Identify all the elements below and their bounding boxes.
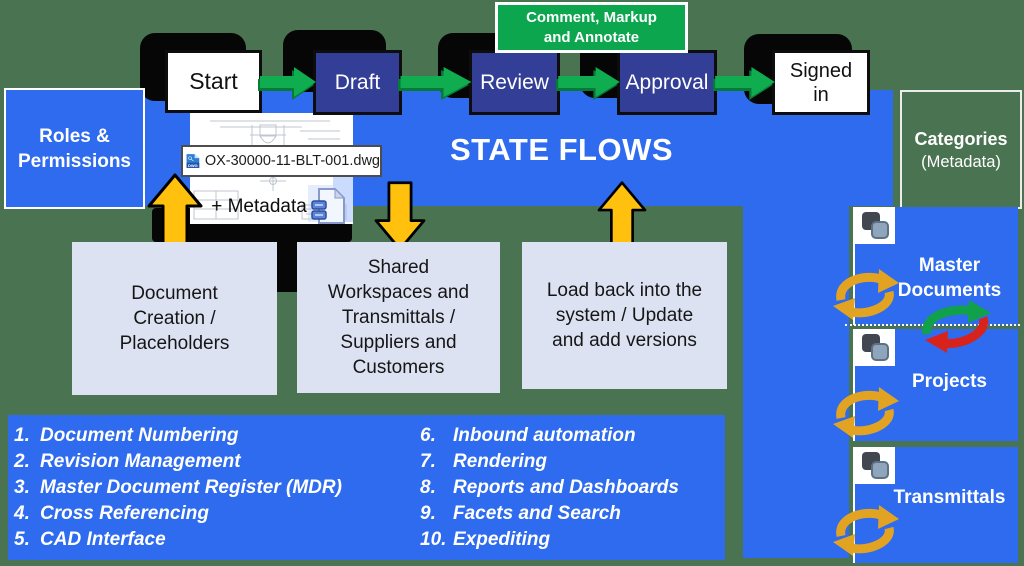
repo-box-master-documents[interactable]: Master Documents [853, 207, 1018, 325]
feature-item: 3.Master Document Register (MDR) [14, 477, 342, 498]
roles-line2: Permissions [18, 150, 131, 172]
shared-line3: Transmittals / [341, 307, 456, 328]
feature-item: 9.Facets and Search [420, 503, 621, 524]
state-box-signed-in[interactable]: Signed in [772, 50, 870, 115]
svg-text:DWG: DWG [188, 163, 198, 168]
up-arrow-document-creation [147, 173, 203, 249]
categories-line2: (Metadata) [921, 152, 1001, 171]
repo-label-projects: Projects [912, 371, 987, 392]
metadata-label: + Metadata [211, 196, 307, 217]
master-documents-icon [855, 207, 895, 244]
shared-line4: Suppliers and [340, 332, 457, 353]
up-arrow-load-back [597, 181, 647, 248]
shared-line5: Customers [352, 357, 445, 378]
transmittals-icon [855, 447, 895, 484]
categories-line1: Categories [914, 128, 1008, 149]
shared-line2: Workspaces and [327, 282, 470, 303]
roles-line1: Roles & [39, 125, 110, 147]
state-label-review: Review [480, 70, 549, 94]
feature-item: 10.Expediting [420, 529, 551, 550]
shared-line1: Shared [367, 257, 430, 278]
feature-item: 4.Cross Referencing [14, 503, 209, 524]
feature-item: 2.Revision Management [14, 451, 241, 472]
dwg-filename-bar[interactable]: DWG OX-30000-11-BLT-001.dwg [181, 145, 382, 177]
state-label-start: Start [189, 68, 238, 94]
state-box-draft[interactable]: Draft [313, 50, 402, 115]
feature-item: 8.Reports and Dashboards [420, 477, 679, 498]
comment-markup-annotate-box: Comment, Markup and Annotate [495, 2, 688, 53]
feature-list-panel [8, 415, 725, 560]
repo-label-master: Master Documents [897, 255, 1002, 301]
loadback-line3: and add versions [552, 330, 697, 351]
feature-list-right: 6.Inbound automation 7.Rendering 8.Repor… [420, 423, 679, 553]
feature-item: 1.Document Numbering [14, 425, 239, 446]
feature-item: 7.Rendering [420, 451, 547, 472]
exchange-cycle-icon [922, 300, 991, 353]
down-arrow-shared-workspaces [374, 181, 426, 251]
state-box-review[interactable]: Review [469, 50, 560, 115]
annotation-line1: Comment, Markup [526, 8, 657, 26]
projects-icon [855, 329, 895, 366]
feature-list-left: 1.Document Numbering 2.Revision Manageme… [14, 423, 342, 553]
annotation-line2: and Annotate [543, 28, 640, 46]
state-label-approval: Approval [625, 70, 709, 94]
flow-arrow-start-draft [258, 67, 316, 100]
loadback-line1: Load back into the [546, 280, 703, 301]
process-box-document-creation: Document Creation / Placeholders [72, 242, 277, 395]
sync-icon-master-documents [833, 269, 899, 320]
categories-metadata-box: Categories (Metadata) [900, 90, 1022, 209]
creation-line3: Placeholders [119, 333, 230, 354]
roles-permissions-box: Roles & Permissions [4, 88, 145, 209]
sync-icon-projects [833, 387, 899, 438]
flow-arrow-review-approval [556, 67, 620, 100]
sync-icon-transmittals [833, 505, 899, 556]
feature-item: 6.Inbound automation [420, 425, 636, 446]
dwg-file-icon: DWG [186, 154, 200, 168]
loadback-line2: system / Update [555, 305, 694, 326]
metadata-file-icon [311, 187, 346, 224]
state-label-signed-in: Signed in [789, 59, 853, 106]
creation-line2: Creation / [133, 308, 216, 329]
blue-vertical-column [743, 180, 849, 558]
process-box-load-back: Load back into the system / Update and a… [522, 242, 727, 389]
dwg-filename-text: OX-30000-11-BLT-001.dwg [204, 153, 380, 169]
repo-label-transmittals: Transmittals [893, 487, 1006, 508]
flow-arrow-approval-signedin [713, 67, 775, 100]
state-flows-title: STATE FLOWS [450, 132, 674, 167]
creation-line1: Document [131, 283, 218, 304]
state-label-draft: Draft [334, 70, 381, 94]
feature-item: 5.CAD Interface [14, 529, 166, 550]
state-box-start[interactable]: Start [165, 50, 262, 113]
process-box-shared-workspaces: Shared Workspaces and Transmittals / Sup… [297, 242, 500, 393]
state-box-approval[interactable]: Approval [617, 50, 717, 115]
flow-arrow-draft-review [398, 67, 472, 100]
